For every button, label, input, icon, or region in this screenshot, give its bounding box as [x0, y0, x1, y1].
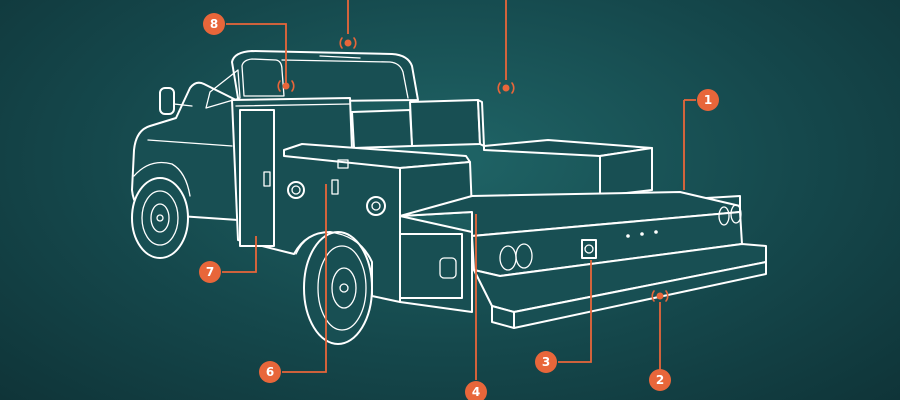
upper-tool-box	[409, 99, 481, 147]
side-port-2	[366, 196, 386, 216]
service-body	[231, 97, 767, 345]
vertical-door-handle	[263, 171, 271, 187]
cab-body	[231, 50, 419, 103]
lower-compartment-door	[399, 233, 463, 299]
svg-text:2: 2	[656, 373, 664, 387]
callout-badges: 1 2 3 4 6 7 8	[199, 13, 719, 400]
lower-door-handle	[439, 257, 457, 279]
leader-lines	[222, 0, 696, 380]
marker-upper-box	[497, 82, 515, 94]
svg-text:6: 6	[266, 365, 274, 379]
callout-3[interactable]: 3	[535, 351, 557, 373]
tail-lights-right	[718, 204, 742, 226]
cab-window	[241, 58, 285, 97]
upper-box-top	[351, 109, 413, 149]
callout-8[interactable]: 8	[203, 13, 225, 35]
side-compartment-handle	[331, 179, 339, 195]
callout-6[interactable]: 6	[259, 361, 281, 383]
svg-text:3: 3	[542, 355, 550, 369]
svg-text:7: 7	[206, 265, 214, 279]
callout-1[interactable]: 1	[697, 89, 719, 111]
rear-light-socket	[581, 239, 597, 259]
callout-2[interactable]: 2	[649, 369, 671, 391]
side-port	[287, 181, 305, 199]
hotspot-markers	[277, 37, 669, 302]
marker-cab-roof	[339, 37, 357, 49]
windshield	[205, 69, 241, 109]
vertical-door	[239, 109, 275, 247]
side-mirror	[159, 87, 175, 115]
front-wheel	[131, 177, 189, 259]
marker-under-bed	[651, 290, 669, 302]
svg-text:1: 1	[704, 93, 712, 107]
callout-4[interactable]: 4	[465, 381, 487, 400]
svg-text:8: 8	[210, 17, 218, 31]
rear-wheel	[303, 231, 373, 345]
callout-7[interactable]: 7	[199, 261, 221, 283]
tail-lights-left	[499, 243, 533, 271]
svg-text:4: 4	[472, 385, 480, 399]
marker-cab-rear	[277, 80, 295, 92]
